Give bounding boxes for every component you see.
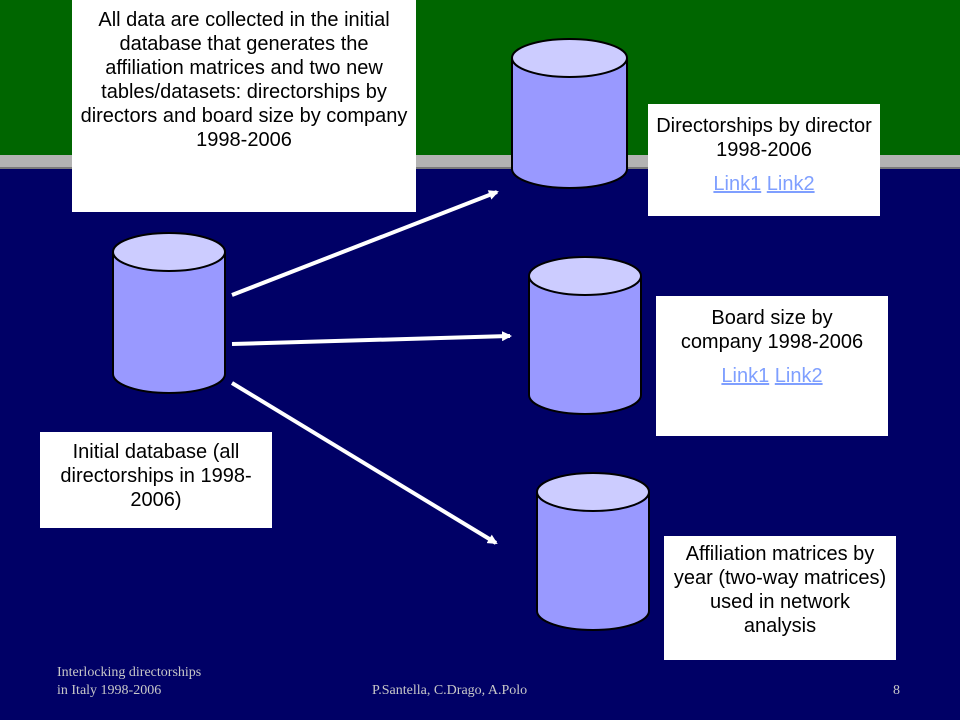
arrow-to-directorships — [231, 190, 499, 297]
initial-database-box: Initial database (all directorships in 1… — [40, 432, 272, 528]
directorships-label: Directorships by director 1998-2006 — [656, 115, 872, 161]
directorships-link2[interactable]: Link2 — [766, 173, 815, 195]
board-size-links: Link1 Link2 — [674, 364, 870, 388]
board-size-box: Board size by company 1998-2006 Link1 Li… — [656, 296, 888, 436]
footer-authors: P.Santella, C.Drago, A.Polo — [372, 683, 528, 698]
affiliation-box: Affiliation matrices by year (two-way ma… — [664, 536, 896, 660]
arrow-to-board-size — [231, 331, 512, 346]
intro-text: All data are collected in the initial da… — [80, 9, 408, 151]
page-number: 8 — [893, 683, 900, 698]
footer-title-line2: in Italy 1998-2006 — [57, 683, 162, 698]
board-size-link2[interactable]: Link2 — [774, 365, 823, 387]
directorships-links: Link1 Link2 — [656, 172, 872, 196]
initial-database-cylinder-icon — [112, 232, 226, 394]
footer-title: Interlocking directorships in Italy 1998… — [57, 664, 201, 700]
directorships-link1[interactable]: Link1 — [713, 173, 762, 195]
affiliation-database-cylinder-icon — [536, 472, 650, 631]
board-size-link1[interactable]: Link1 — [721, 365, 770, 387]
directorships-database-cylinder-icon — [511, 38, 628, 189]
directorships-box: Directorships by director 1998-2006 Link… — [648, 104, 880, 216]
arrow-to-affiliation — [230, 381, 498, 545]
header-rule-shadow — [0, 167, 960, 169]
board-size-label: Board size by company 1998-2006 — [680, 307, 864, 353]
affiliation-label: Affiliation matrices by year (two-way ma… — [673, 543, 887, 637]
board-size-database-cylinder-icon — [528, 256, 642, 415]
footer-title-line1: Interlocking directorships — [57, 665, 202, 680]
intro-box: All data are collected in the initial da… — [72, 0, 416, 212]
initial-database-label: Initial database (all directorships in 1… — [60, 441, 252, 511]
